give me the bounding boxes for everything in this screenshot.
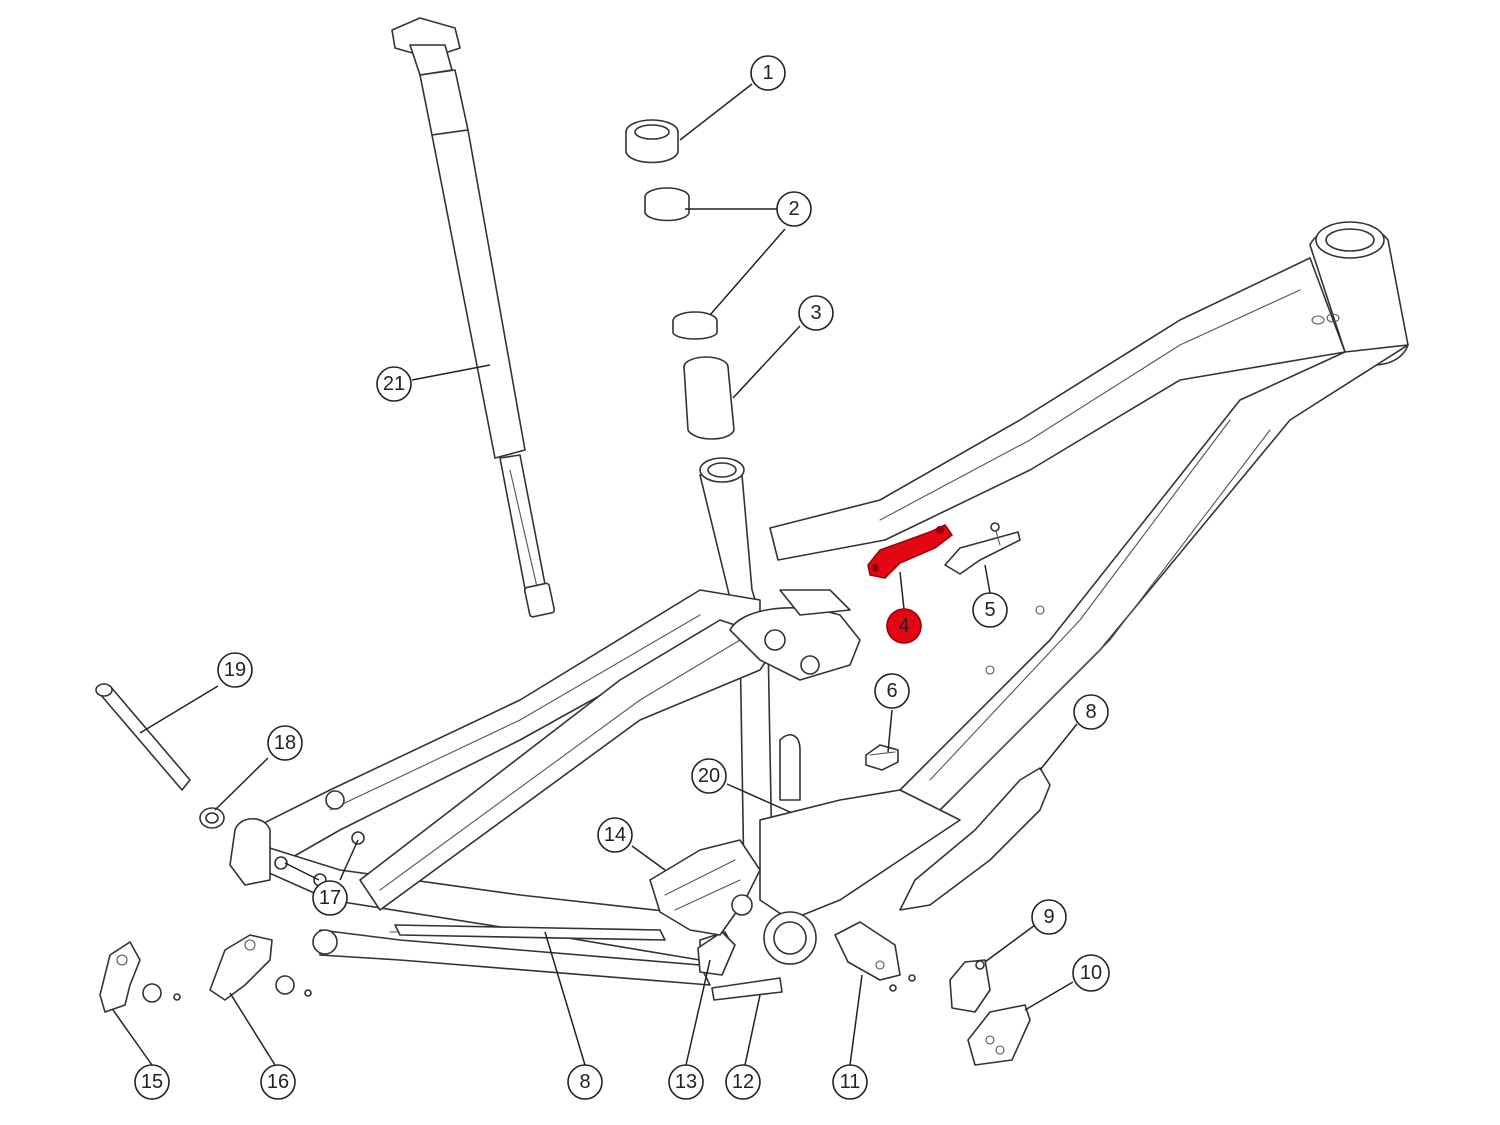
callout-2a: 2 [776,191,812,227]
callout-20: 20 [691,758,727,794]
callout-label: 17 [319,887,341,909]
part-9-guide [949,959,991,1013]
callout-8-chainstay: 8 [567,1064,603,1100]
callout-label: 4 [898,615,909,637]
callout-label: 15 [141,1071,163,1093]
callout-label: 3 [810,302,821,324]
callout-12: 12 [725,1064,761,1100]
callout-label: 1 [762,62,773,84]
callout-5: 5 [972,592,1008,628]
callout-label: 2 [788,198,799,220]
callout-11: 11 [832,1064,868,1100]
part-14-motor-cover [649,839,761,936]
callout-label: 14 [604,824,626,846]
callout-19: 19 [217,652,253,688]
callout-label: 21 [383,373,405,395]
callout-label: 16 [267,1071,289,1093]
callout-label: 20 [698,765,720,787]
part-1-headset-bearing-cup [625,119,679,164]
part-2-spacer-lower [672,311,718,340]
part-19-rear-axle [95,683,191,791]
callout-16: 16 [260,1064,296,1100]
part-21-dropper-seatpost [391,17,556,618]
callout-label: 11 [840,1071,861,1093]
callout-label: 8 [579,1071,590,1093]
part-11-motor-plate [834,921,916,992]
callout-label: 13 [675,1071,697,1093]
part-8-downtube-protector [899,767,1051,911]
callout-18: 18 [267,725,303,761]
part-5-cable-cover [944,522,1021,575]
callout-4-highlighted: 4 [886,608,922,644]
part-15-derailleur-hanger [99,941,181,1013]
callout-1: 1 [750,55,786,91]
part-16-dropout [209,934,312,1001]
part-2-spacer-upper [644,187,690,222]
callout-label: 10 [1080,962,1102,984]
part-6-grommet [865,744,899,771]
callout-label: 6 [886,680,897,702]
callout-3: 3 [798,295,834,331]
callout-label: 19 [224,659,246,681]
part-12-bb-pin [711,977,783,1001]
part-18-axle-nut [199,807,225,829]
callout-14: 14 [597,817,633,853]
leader-lines [112,83,1078,1066]
part-4-highlighted-component [867,524,954,579]
front-triangle-frame [699,221,1409,965]
callout-21: 21 [376,366,412,402]
callout-17: 17 [312,880,348,916]
part-10-iscg-mount [967,1004,1031,1066]
callout-8-downtube: 8 [1073,694,1109,730]
callout-label: 12 [732,1071,754,1093]
callout-13: 13 [668,1064,704,1100]
part-3-tube-insert [683,356,735,440]
callout-label: 9 [1043,906,1054,928]
callout-label: 8 [1085,701,1096,723]
rear-triangle [229,589,861,986]
callout-10: 10 [1072,954,1110,992]
callout-label: 18 [274,732,296,754]
callout-6: 6 [874,673,910,709]
callout-15: 15 [134,1064,170,1100]
callout-label: 5 [984,599,995,621]
callout-9: 9 [1031,899,1067,935]
